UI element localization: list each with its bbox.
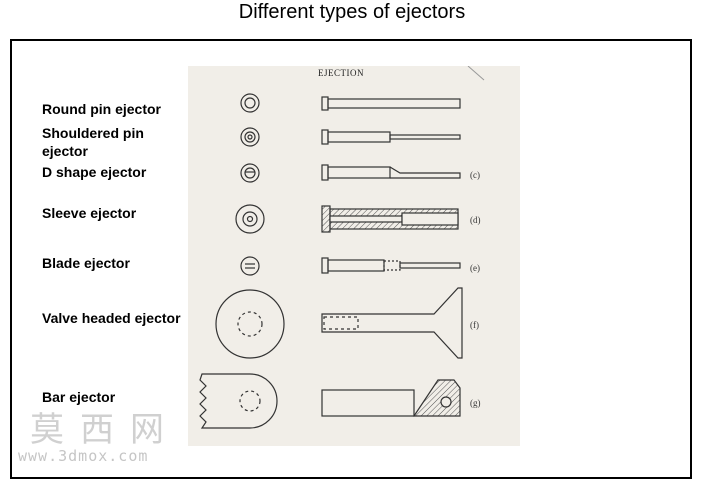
d-shape-side-view bbox=[321, 164, 461, 181]
bar-end-view bbox=[199, 373, 278, 429]
figure-tag-g: (g) bbox=[470, 398, 481, 408]
figure-tag-d: (d) bbox=[470, 215, 481, 225]
label-bar-ejector: Bar ejector bbox=[42, 389, 116, 405]
bar-side-view bbox=[321, 379, 461, 417]
sleeve-side-view bbox=[321, 205, 459, 233]
sleeve-end-view bbox=[235, 204, 265, 234]
page-title: Different types of ejectors bbox=[238, 1, 466, 23]
label-shouldered-pin-ejector: Shouldered pin ejector bbox=[42, 125, 144, 159]
label-valve-headed-ejector: Valve headed ejector bbox=[42, 310, 181, 326]
figure-tag-c: (c) bbox=[470, 170, 480, 180]
label-blade-ejector: Blade ejector bbox=[42, 255, 130, 271]
blade-side-view bbox=[321, 257, 461, 274]
shouldered-pin-side-view bbox=[321, 129, 461, 145]
round-pin-end-view bbox=[240, 93, 260, 113]
shouldered-pin-end-view bbox=[240, 127, 260, 147]
figure-heading: EJECTION bbox=[318, 68, 364, 78]
ejector-drawing: EJECTION (c) (d) (e) (f) (g) bbox=[188, 65, 520, 446]
d-shape-end-view bbox=[240, 163, 260, 183]
watermark-url: www.3dmox.com bbox=[18, 447, 149, 465]
scan-background bbox=[188, 66, 520, 446]
content-frame: Round pin ejector Shouldered pin ejector… bbox=[10, 39, 692, 479]
valve-headed-end-view bbox=[215, 289, 285, 359]
label-round-pin-ejector: Round pin ejector bbox=[42, 101, 161, 117]
blade-end-view bbox=[240, 256, 260, 276]
figure-tag-f: (f) bbox=[470, 320, 479, 330]
watermark-chinese: 莫西网 bbox=[30, 410, 180, 450]
figure-tag-e: (e) bbox=[470, 263, 480, 273]
valve-headed-side-view bbox=[321, 287, 463, 359]
label-sleeve-ejector: Sleeve ejector bbox=[42, 205, 137, 221]
ejector-drawing-svg bbox=[188, 65, 520, 446]
label-d-shape-ejector: D shape ejector bbox=[42, 164, 147, 180]
round-pin-side-view bbox=[321, 96, 461, 111]
